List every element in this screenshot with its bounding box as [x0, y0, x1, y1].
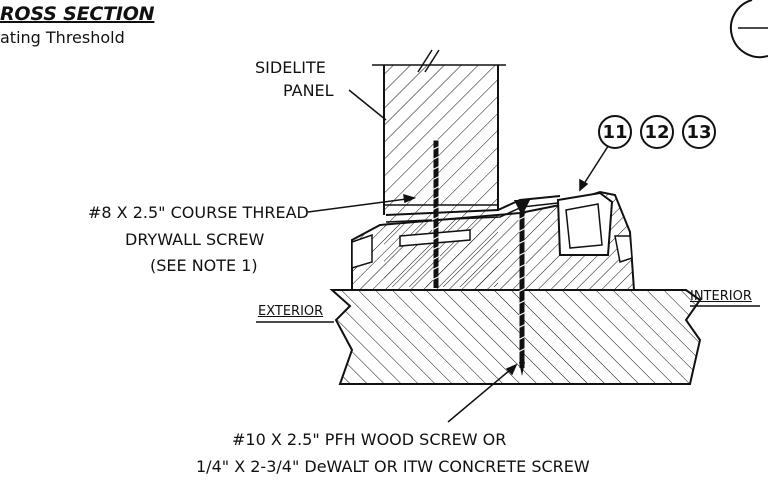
sidelite-label-line2: PANEL	[283, 81, 334, 100]
sidelite-label-line1: SIDELITE	[255, 58, 326, 77]
page-subtitle: ating Threshold	[0, 28, 125, 47]
wood-screw	[514, 200, 530, 376]
drywall-screw-label-line1: #8 X 2.5" COURSE THREAD	[88, 203, 309, 222]
detail-circle-arc	[729, 0, 768, 59]
exterior-label: EXTERIOR	[258, 304, 324, 319]
callout-12: 12	[640, 115, 674, 149]
interior-label: INTERIOR	[690, 289, 752, 304]
wood-screw-label-line1: #10 X 2.5" PFH WOOD SCREW OR	[232, 430, 507, 449]
sill	[329, 289, 702, 385]
callout-11: 11	[598, 115, 632, 149]
drywall-screw-label-line2: DRYWALL SCREW	[125, 230, 265, 249]
page-title: ROSS SECTION	[0, 3, 155, 25]
leader-lines	[256, 89, 760, 423]
drywall-screw	[431, 139, 441, 288]
drywall-screw-label-line3: (SEE NOTE 1)	[150, 256, 258, 275]
wood-screw-label-line2: 1/4" X 2-3/4" DeWALT OR ITW CONCRETE SCR…	[196, 457, 590, 476]
callout-13: 13	[682, 115, 716, 149]
